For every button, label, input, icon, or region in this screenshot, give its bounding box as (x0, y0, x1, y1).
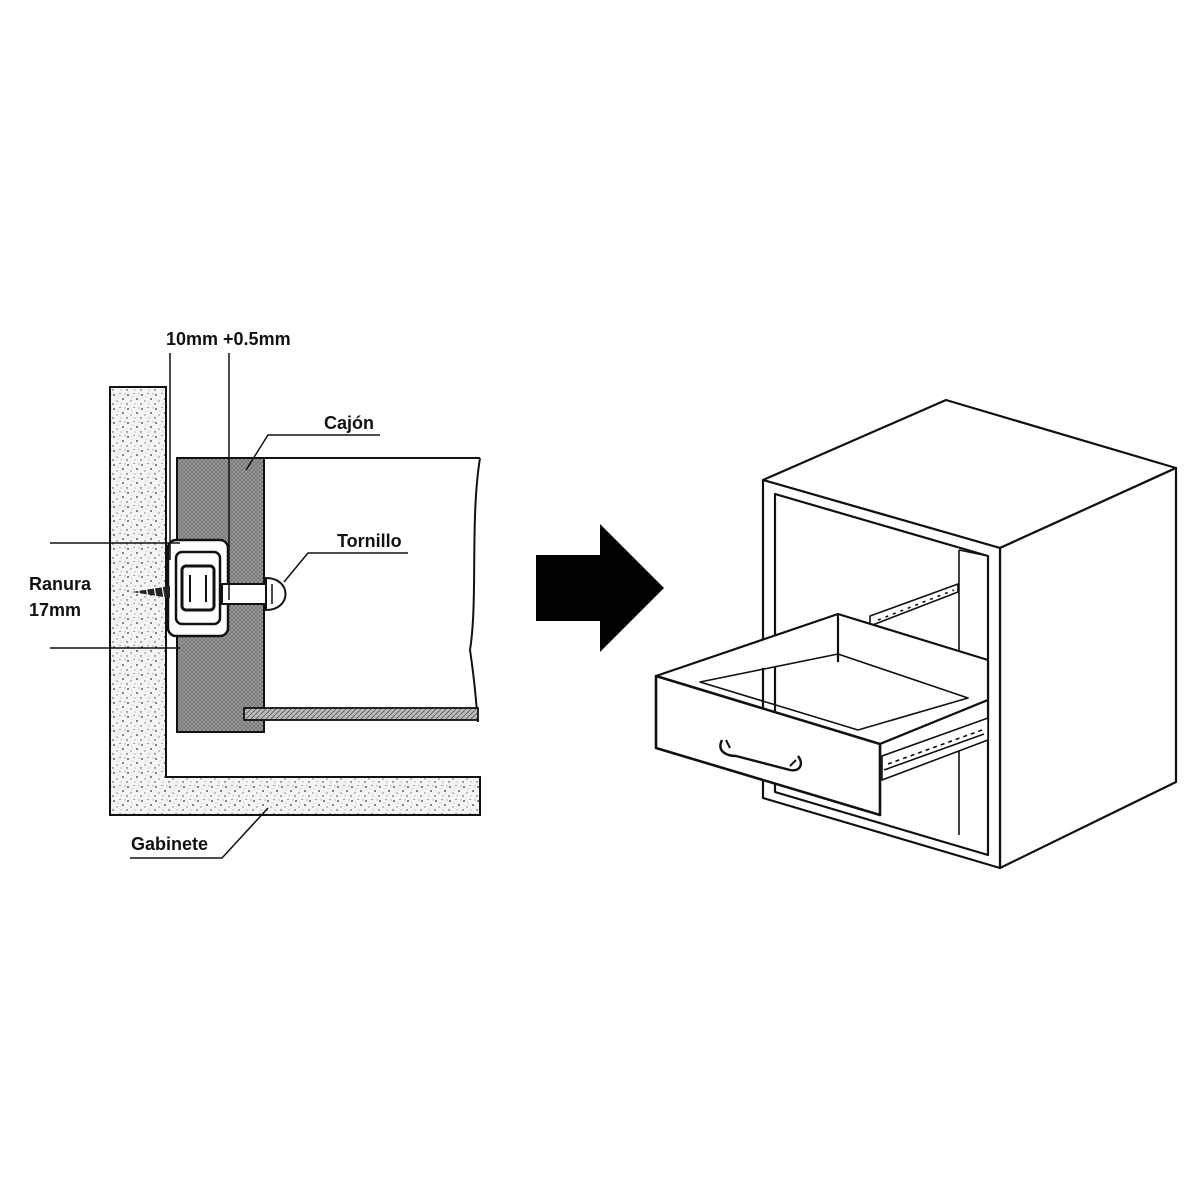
drawer-front (654, 674, 882, 817)
cabinet-illustration (654, 398, 1178, 870)
slide-rail-icon (166, 538, 230, 638)
right-arrow-icon (536, 524, 664, 652)
cabinet-opening (773, 492, 990, 857)
cabinet-label: Gabinete (131, 834, 209, 854)
drawer-bottom (243, 707, 479, 721)
slot-label: Ranura 17mm (29, 571, 91, 623)
drawer-handle-icon (719, 739, 802, 772)
drawer-body (263, 457, 481, 732)
slot-label-line1: Ranura (29, 574, 92, 594)
cabinet-wall (109, 386, 481, 816)
screw-icon (221, 576, 287, 612)
drawer-label: Cajón (324, 413, 375, 433)
screw-label: Tornillo (337, 531, 402, 551)
leader-gabinete (130, 807, 269, 859)
leader-tornillo (283, 552, 408, 583)
dimension-label: 10mm +0.5mm (166, 329, 291, 349)
slide-rail-front (881, 717, 989, 781)
cross-section (50, 353, 481, 859)
leader-cajon (245, 434, 380, 471)
slot-label-line2: 17mm (29, 600, 82, 621)
drawer-inner-floor (699, 653, 969, 731)
cabinet-screw-icon (132, 585, 170, 599)
